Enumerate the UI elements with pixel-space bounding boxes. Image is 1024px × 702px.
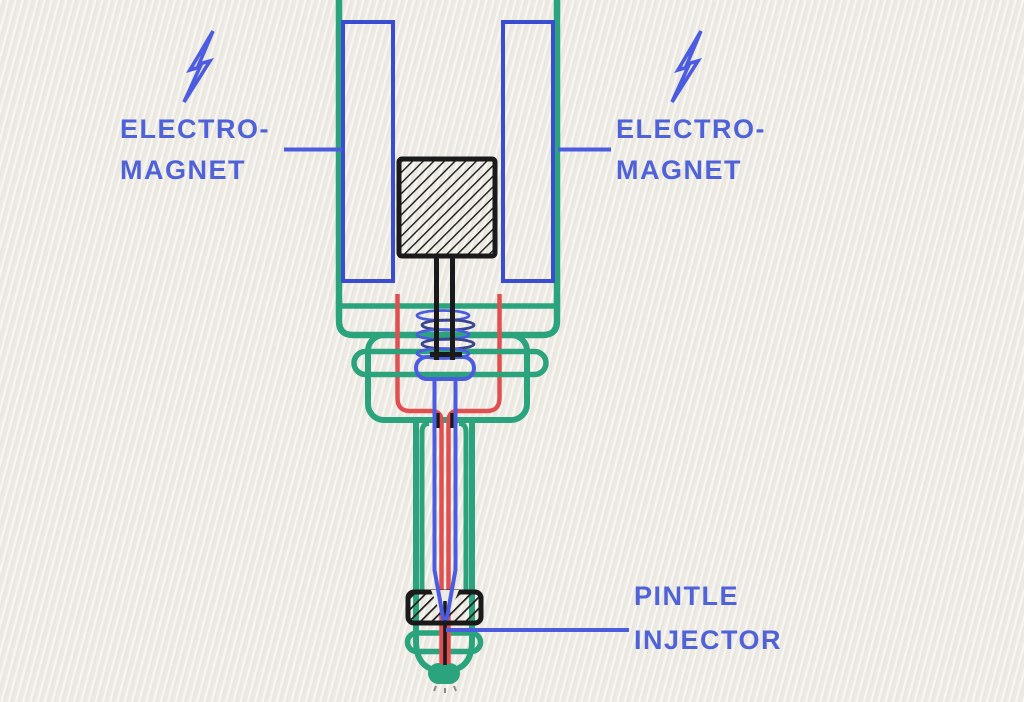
nozzle-inner-wall-left (419, 421, 430, 592)
nozzle-tip-cap (428, 663, 460, 684)
spray-mark (453, 685, 457, 692)
return-spring (415, 309, 476, 360)
label-line: INJECTOR (634, 625, 783, 655)
label-line: ELECTRO- (616, 114, 766, 144)
lightning-bolt-icon (670, 30, 703, 103)
label-pintle-injector: PINTLE INJECTOR (634, 574, 782, 662)
nozzle-inner-wall-right (458, 421, 469, 592)
armature-stem (430, 256, 462, 428)
label-line: MAGNET (616, 155, 742, 185)
pintle-needle (432, 379, 458, 621)
label-electromagnet-left: ELECTRO- MAGNET (120, 109, 270, 191)
label-line: MAGNET (120, 155, 246, 185)
armature-plunger (396, 156, 498, 259)
lightning-bolt-icon (182, 30, 215, 103)
electromagnet-coil-right (501, 20, 555, 283)
fuel-line-right (446, 294, 502, 664)
leader-lines (284, 147, 629, 632)
spray-droplets (433, 685, 457, 693)
electromagnet-coil-left (341, 20, 395, 283)
fuel-lines (395, 294, 502, 664)
spray-mark (433, 685, 437, 692)
label-electromagnet-right: ELECTRO- MAGNET (616, 109, 766, 191)
label-line: PINTLE (634, 581, 740, 611)
fuel-line-left (395, 294, 444, 664)
label-line: ELECTRO- (120, 114, 270, 144)
